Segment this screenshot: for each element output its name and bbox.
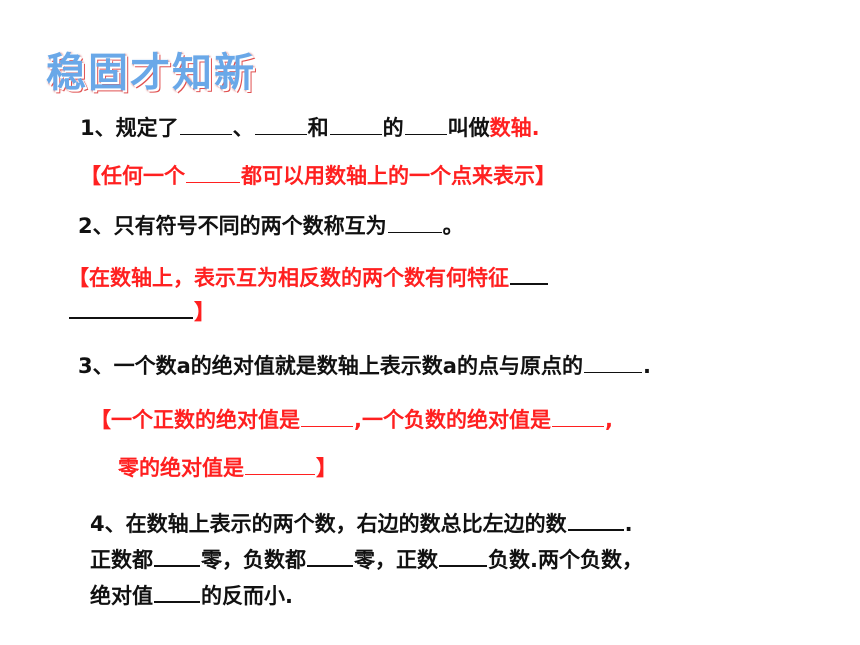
note-3-cont: 零的绝对值是】 <box>118 456 337 480</box>
note-3: 【一个正数的绝对值是,一个负数的绝对值是, <box>90 408 613 432</box>
blank <box>301 424 353 427</box>
blank <box>245 472 315 475</box>
blank <box>186 180 240 183</box>
blank <box>254 132 307 135</box>
blank <box>567 527 624 531</box>
blank <box>583 370 642 373</box>
blank <box>439 563 487 567</box>
blank <box>551 424 604 427</box>
term-number-line: 数轴 <box>489 116 532 140</box>
blank <box>307 563 353 567</box>
blank <box>154 599 200 603</box>
question-4: 4、在数轴上表示的两个数，右边的数总比左边的数. <box>90 512 633 536</box>
question-4-line-2: 正数都零，负数都零，正数负数.两个负数， <box>90 548 643 572</box>
note-2-cont: 】 <box>68 296 215 326</box>
blank <box>404 132 447 135</box>
question-3: 3、一个数a的绝对值就是数轴上表示数a的点与原点的. <box>78 354 651 378</box>
question-2: 2、只有符号不同的两个数称互为。 <box>78 214 464 238</box>
note-2: 【在数轴上，表示互为相反数的两个数有何特征 <box>68 262 549 292</box>
blank <box>179 132 232 135</box>
blank <box>154 563 200 567</box>
blank <box>387 230 442 233</box>
blank <box>69 315 193 319</box>
blank <box>329 132 382 135</box>
note-1: 【任何一个都可以用数轴上的一个点来表示】 <box>80 164 556 188</box>
question-1: 1、规定了、和的叫做数轴. <box>80 116 540 140</box>
blank <box>510 281 548 285</box>
slide-title: 稳固才知新 <box>46 50 256 96</box>
question-4-line-3: 绝对值的反而小. <box>90 584 293 608</box>
